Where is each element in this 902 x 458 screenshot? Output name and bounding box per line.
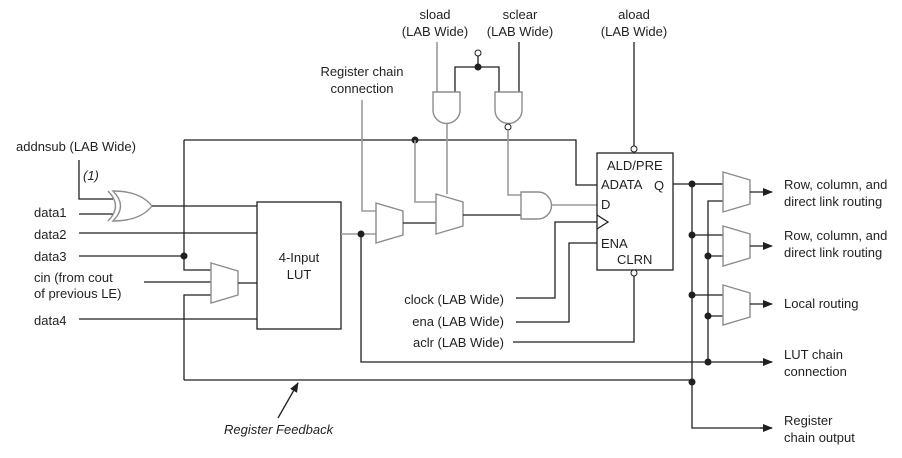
clock-wire [516,221,597,299]
output-mux-1 [722,171,751,213]
row-col-routing-2-line2: direct link routing [784,245,882,260]
reg-clrn-label: CLRN [617,252,652,267]
row-col-routing-1-line2: direct link routing [784,194,882,209]
sclear-label-line2: (LAB Wide) [487,24,553,39]
sload-and-gate [432,91,461,125]
sload-label-line1: sload [419,7,450,22]
register-chain-mux [375,202,404,244]
output-mux-2 [722,225,751,267]
data2-label: data2 [34,227,67,242]
ena-label: ena (LAB Wide) [412,314,504,329]
ena-wire [516,242,597,323]
reg-d-label: D [601,197,610,212]
reg-adata-label: ADATA [601,177,643,192]
reg-ald-pre-label: ALD/PRE [607,158,663,173]
note-1-label: (1) [83,168,99,183]
output-mux-3-inputs [692,294,723,317]
clrn-bubble [630,269,638,277]
register-feedback-pointer [277,382,299,419]
register-chain-label-line2: connection [331,81,394,96]
register-chain-output-label-line1: Register [784,413,833,428]
cin-label-line2: of previous LE) [34,286,121,301]
lut-block [256,201,342,330]
lut-label-line1: 4-Input [279,250,320,265]
aload-label-line2: (LAB Wide) [601,24,667,39]
sclear-nand-gate [494,91,523,125]
output-mux-2-inputs [692,234,723,257]
addnsub-label: addnsub (LAB Wide) [16,139,136,154]
aclr-wire [513,276,635,343]
row-col-routing-2-line1: Row, column, and [784,228,887,243]
aload-label-line1: aload [618,7,650,22]
lut-chain-wire [360,234,772,363]
reg-ena-label: ENA [601,236,628,251]
lut-vertical-bus [707,200,723,362]
addnsub-wire [78,160,113,200]
data4-label: data4 [34,313,67,328]
row-col-routing-1-line1: Row, column, and [784,177,887,192]
local-routing-label: Local routing [784,296,858,311]
local-routing-mux [722,284,751,326]
top-bus-wire [184,139,598,186]
xor-gate [107,190,153,222]
aclr-label: aclr (LAB Wide) [413,335,504,350]
sload-mux [435,193,464,235]
clock-triangle-icon [596,214,610,230]
sclear-label-line1: sclear [503,7,538,22]
lut-label-line2: LUT [287,267,312,282]
shared-input-junction-dot [474,63,482,71]
carry-select-mux [210,262,239,304]
lut-chain-label-line2: connection [784,364,847,379]
adata-to-mux2-wire [414,140,436,203]
aload-bubble [630,145,638,153]
reg-q-label: Q [654,178,664,193]
cin-label-line1: cin (from cout [34,270,113,285]
register-block [596,152,674,271]
addnsub-bus-vertical [183,140,211,271]
register-chain-label-line1: Register chain [320,64,403,79]
sload-label-line2: (LAB Wide) [402,24,468,39]
shared-gate-input-wire [454,66,500,92]
sclear-and-gate [520,191,553,220]
lut-junction-dot-3 [704,358,712,366]
register-chain-output-label-line2: chain output [784,430,855,445]
clock-label: clock (LAB Wide) [404,292,504,307]
register-feedback-label: Register Feedback [224,422,335,437]
lut-chain-label-line1: LUT chain [784,347,843,362]
shared-input-bubble [474,49,482,57]
data3-label: data3 [34,249,67,264]
nand-output-bubble [504,123,512,131]
q-vertical-bus [691,184,772,429]
data1-label: data1 [34,205,67,220]
register-chain-input-wire [361,100,376,212]
feedback-to-mux-wire [183,294,211,380]
nand-output-wire [507,130,521,196]
